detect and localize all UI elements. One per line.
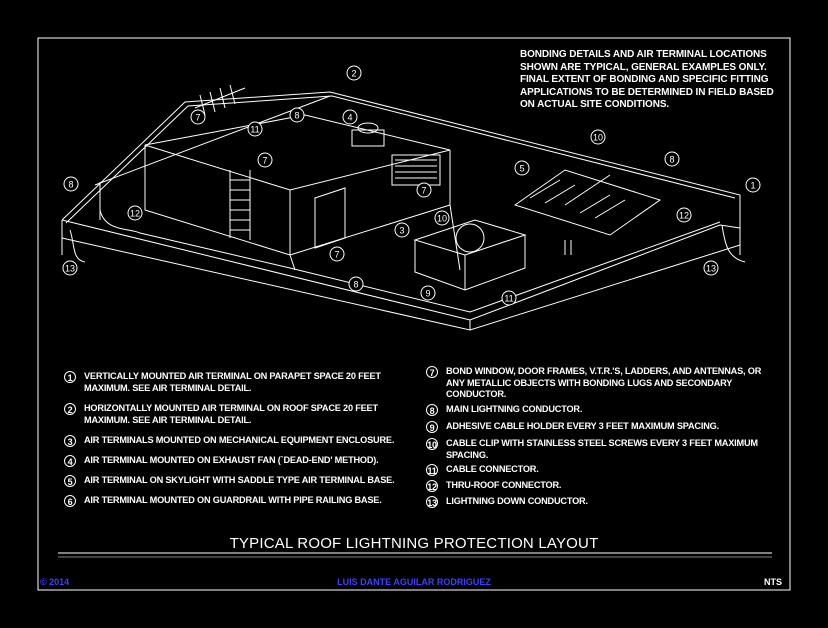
legend-text: ANY METALLIC OBJECTS WITH BONDING LUGS A… <box>446 377 733 388</box>
svg-text:9: 9 <box>425 289 430 299</box>
legend-number: 4 <box>64 455 76 467</box>
svg-text:11: 11 <box>250 125 259 135</box>
callout-5: 5 <box>514 160 530 176</box>
legend-text: LIGHTNING DOWN CONDUCTOR. <box>446 496 588 506</box>
svg-text:10: 10 <box>437 214 447 224</box>
copyright: © 2014 <box>40 577 70 587</box>
legend-text: THRU-ROOF CONNECTOR. <box>446 480 562 490</box>
legend-number: 10 <box>426 438 438 450</box>
svg-text:2: 2 <box>351 69 356 79</box>
legend-text: AIR TERMINAL MOUNTED ON GUARDRAIL WITH P… <box>84 495 382 505</box>
callout-3: 3 <box>394 222 410 238</box>
drawing-border <box>37 37 791 591</box>
svg-text:8: 8 <box>68 180 73 190</box>
callout-7: 7 <box>329 246 345 262</box>
callout-11: 11 <box>247 121 263 137</box>
author-name: LUIS DANTE AGUILAR RODRIGUEZ <box>337 577 491 587</box>
legend-right: 7 BOND WINDOW, DOOR FRAMES, V.T.R.'S, LA… <box>426 366 786 511</box>
scale-label: NTS <box>764 577 782 587</box>
callout-10: 10 <box>590 129 606 145</box>
drawing-title: TYPICAL ROOF LIGHTNING PROTECTION LAYOUT <box>229 535 599 552</box>
callout-1: 1 <box>745 177 761 193</box>
legend-text: VERTICALLY MOUNTED AIR TERMINAL ON PARAP… <box>84 371 381 381</box>
legend-text: MAXIMUM. SEE AIR TERMINAL DETAIL. <box>84 414 252 425</box>
legend-number: 1 <box>64 371 76 383</box>
general-note: BONDING DETAILS AND AIR TERMINAL LOCATIO… <box>520 49 800 112</box>
legend-left: 1 VERTICALLY MOUNTED AIR TERMINAL ON PAR… <box>64 371 424 511</box>
note-line: APPLICATIONS TO BE DETERMINED IN FIELD B… <box>520 86 774 98</box>
svg-text:12: 12 <box>130 209 140 219</box>
legend-text: CONDUCTOR. <box>446 389 507 399</box>
callout-7: 7 <box>190 109 206 125</box>
legend-text: HORIZONTALLY MOUNTED AIR TERMINAL ON ROO… <box>84 403 378 413</box>
callout-7: 7 <box>257 152 273 168</box>
legend-number: 13 <box>426 496 438 508</box>
callout-13: 13 <box>62 260 78 276</box>
callout-7: 7 <box>416 182 432 198</box>
legend-text: CABLE CLIP WITH STAINLESS STEEL SCREWS E… <box>446 438 758 448</box>
callout-8: 8 <box>63 176 79 192</box>
legend-text: AIR TERMINAL MOUNTED ON EXHAUST FAN (`DE… <box>84 455 379 465</box>
callout-11: 11 <box>501 290 517 306</box>
callout-markers: 7 11 8 2 4 10 8 1 5 7 7 8 12 13 3 10 7 8 9 11 12 13 <box>62 65 761 306</box>
svg-text:7: 7 <box>195 113 200 123</box>
callout-10: 10 <box>434 210 450 226</box>
legend-text: CABLE CONNECTOR. <box>446 464 539 474</box>
callout-8: 8 <box>664 151 680 167</box>
callout-8: 8 <box>348 276 364 292</box>
legend-number: 2 <box>64 403 76 415</box>
svg-text:13: 13 <box>65 264 75 274</box>
svg-text:7: 7 <box>421 186 426 196</box>
legend-number: 9 <box>426 421 438 433</box>
legend-number: 12 <box>426 480 438 492</box>
note-line: ON ACTUAL SITE CONDITIONS. <box>520 99 670 110</box>
roof-outline <box>61 84 746 331</box>
callout-4: 4 <box>342 109 358 125</box>
legend-number: 11 <box>426 464 438 476</box>
svg-text:7: 7 <box>334 250 339 260</box>
svg-text:4: 4 <box>347 113 352 123</box>
legend-number: 5 <box>64 475 76 487</box>
legend-text: BOND WINDOW, DOOR FRAMES, V.T.R.'S, LADD… <box>446 366 762 376</box>
legend-number: 8 <box>426 404 438 416</box>
note-line: BONDING DETAILS AND AIR TERMINAL LOCATIO… <box>520 49 767 60</box>
svg-text:7: 7 <box>262 156 267 166</box>
svg-text:1: 1 <box>750 181 755 191</box>
legend-text: SPACING. <box>446 449 489 460</box>
svg-text:10: 10 <box>593 133 603 143</box>
legend-text: AIR TERMINAL ON SKYLIGHT WITH SADDLE TYP… <box>84 475 395 485</box>
svg-text:8: 8 <box>669 155 674 165</box>
callout-9: 9 <box>420 285 436 301</box>
svg-text:12: 12 <box>679 211 689 221</box>
svg-text:8: 8 <box>353 280 358 290</box>
legend-text: ADHESIVE CABLE HOLDER EVERY 3 FEET MAXIM… <box>446 421 719 431</box>
callout-8: 8 <box>289 107 305 123</box>
callout-2: 2 <box>346 65 362 81</box>
note-line: FINAL EXTENT OF BONDING AND SPECIFIC FIT… <box>520 74 769 85</box>
callout-13: 13 <box>703 260 719 276</box>
callout-12: 12 <box>127 205 143 221</box>
legend-number: 3 <box>64 435 76 447</box>
svg-text:11: 11 <box>504 294 513 304</box>
legend-number: 6 <box>64 495 76 507</box>
svg-text:8: 8 <box>294 111 299 121</box>
legend-text: MAIN LIGHTNING CONDUCTOR. <box>446 404 583 414</box>
legend-text: MAXIMUM. SEE AIR TERMINAL DETAIL. <box>84 382 252 393</box>
legend-number: 7 <box>426 366 438 378</box>
callout-12: 12 <box>676 207 692 223</box>
svg-text:5: 5 <box>519 164 524 174</box>
note-line: SHOWN ARE TYPICAL, GENERAL EXAMPLES ONLY… <box>520 61 767 73</box>
legend-text: AIR TERMINALS MOUNTED ON MECHANICAL EQUI… <box>84 435 395 445</box>
svg-text:13: 13 <box>706 264 716 274</box>
svg-text:3: 3 <box>399 226 404 236</box>
